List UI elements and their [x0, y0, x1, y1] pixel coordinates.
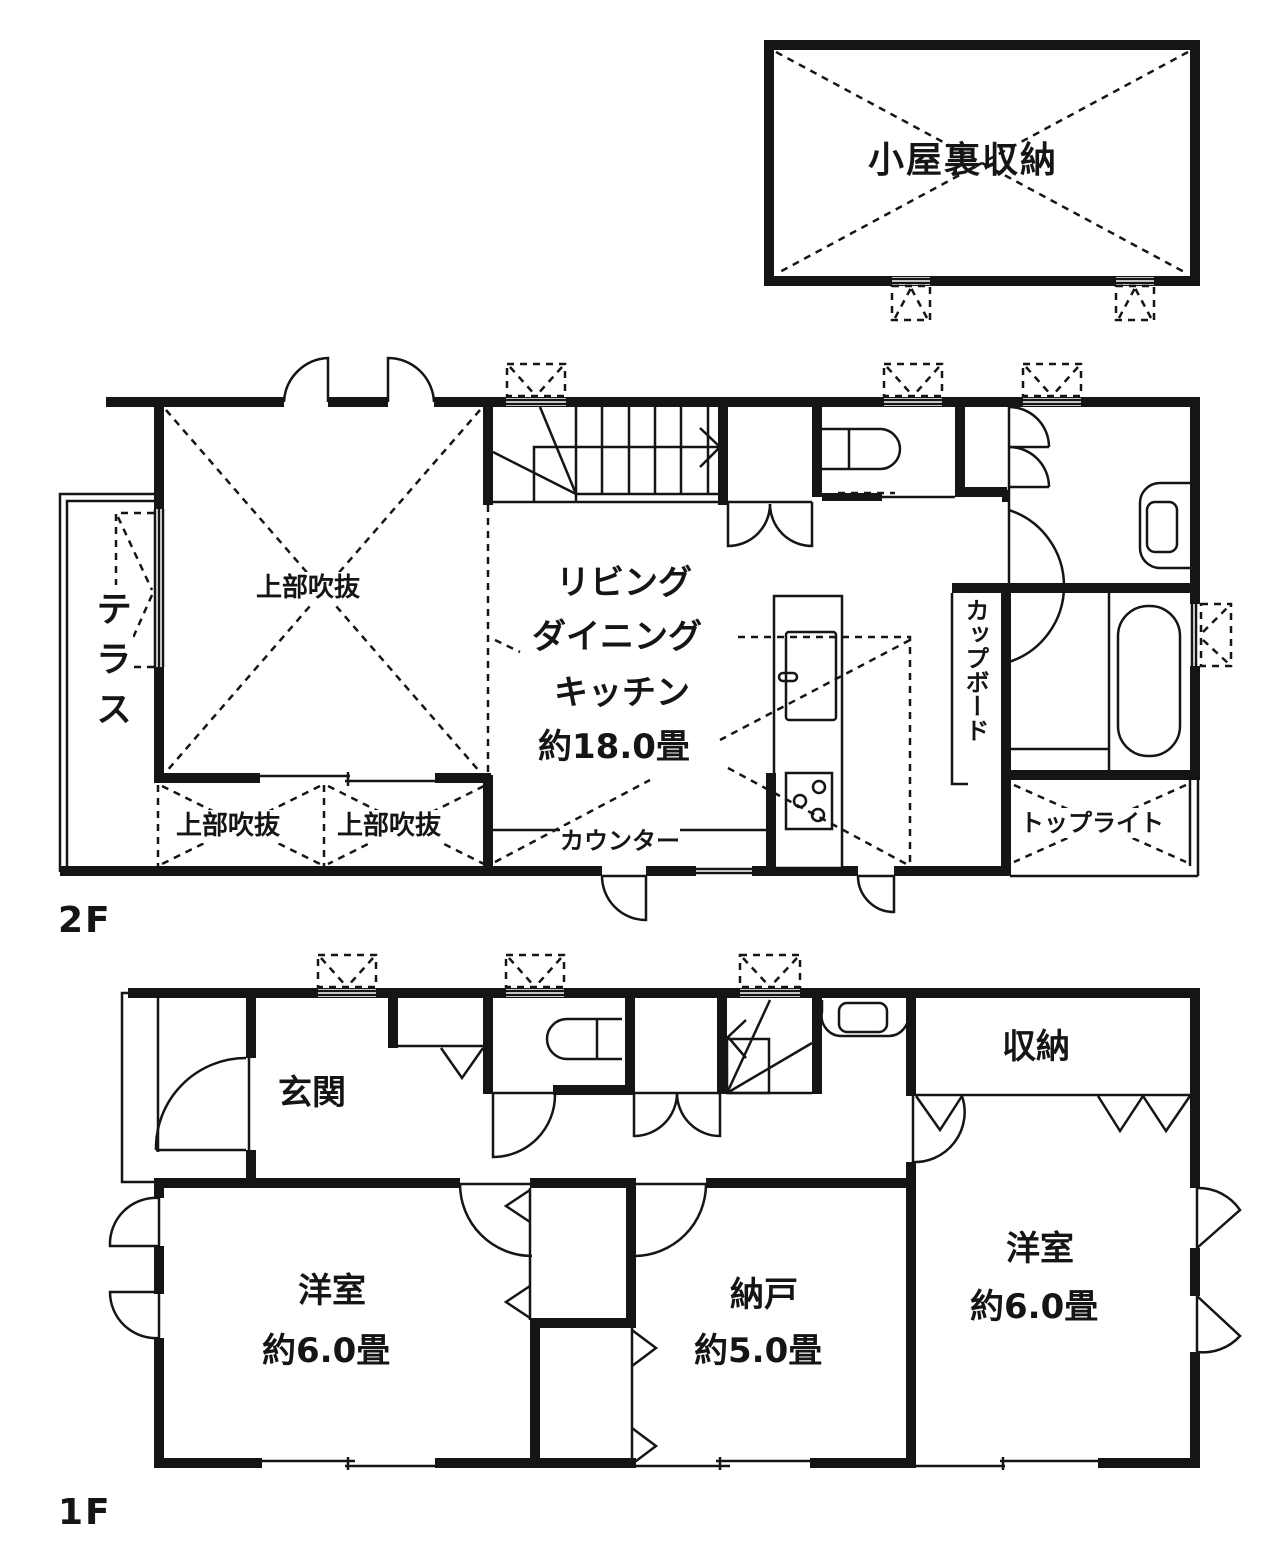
window-washroom [1021, 362, 1083, 406]
storage-label: 収納 [1002, 1027, 1070, 1067]
attic-storage-label: 小屋裏収納 [868, 140, 1059, 181]
floor-2-label: 2F [58, 900, 112, 941]
window-stair-1f [738, 953, 802, 997]
toilet-2f [822, 427, 955, 501]
window-toilet-1f [504, 953, 566, 997]
terrace-label: テラス [88, 590, 133, 740]
entrance-label: 玄関 [278, 1073, 346, 1113]
western-room-right-size: 約6.0畳 [970, 1287, 1099, 1327]
attic-storage [764, 40, 1200, 322]
window-toilet [882, 362, 944, 406]
ldk-label-living: リビング [556, 562, 692, 605]
attic-window-left [890, 277, 932, 322]
western-room-left-name: 洋室 [298, 1271, 366, 1311]
western-room-left-size: 約6.0畳 [262, 1331, 391, 1371]
ldk-label-dining: ダイニング [532, 616, 702, 659]
cupboard-label: カップボード [960, 598, 990, 742]
western-room-right-name: 洋室 [1006, 1229, 1074, 1269]
ldk-size-label: 約18.0畳 [538, 726, 690, 769]
floor-1-label: 1F [58, 1492, 112, 1533]
floor-1 [108, 953, 1242, 1470]
void-main-label: 上部吹抜 [256, 572, 361, 605]
void-small-2-label: 上部吹抜 [337, 810, 442, 843]
closet-room-name: 納戸 [730, 1275, 798, 1315]
floor-2 [58, 356, 1233, 922]
ldk-label-kitchen: キッチン [554, 672, 690, 715]
toplight-label: トップライト [1020, 808, 1164, 838]
void-small-1-label: 上部吹抜 [176, 810, 281, 843]
kitchen-counter [766, 594, 844, 876]
attic-window-right [1114, 277, 1156, 322]
window-stair [505, 362, 567, 406]
staircase [492, 406, 722, 504]
closet-room-size: 約5.0畳 [694, 1331, 823, 1371]
window-entrance [316, 953, 378, 997]
counter-label: カウンター [560, 826, 680, 856]
